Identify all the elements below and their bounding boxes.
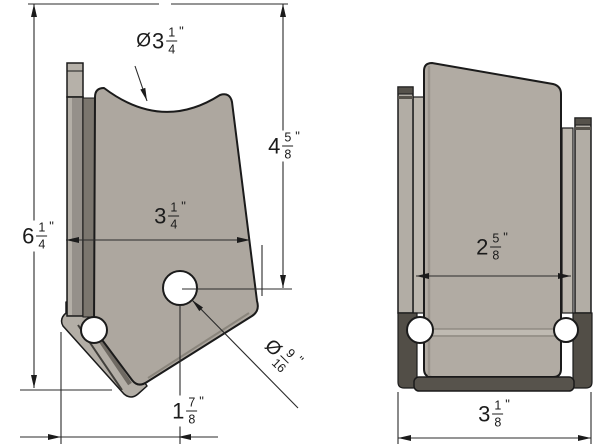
dim-fraction: 1 4 xyxy=(166,25,178,56)
side-outer-width-extensions xyxy=(397,392,592,444)
front-flange-tab xyxy=(66,62,84,98)
inch-mark: " xyxy=(199,393,204,409)
inch-mark: " xyxy=(179,23,184,39)
arrow-hole-offset-left xyxy=(48,434,61,440)
front-flange-highlight xyxy=(68,98,72,315)
arrow-plate-width-right xyxy=(237,237,250,243)
side-notch-left xyxy=(406,316,434,344)
arrow-down-top-to-hole xyxy=(280,275,286,288)
dimension-arrowheads xyxy=(31,4,591,441)
front-plate-bottom-shade xyxy=(147,312,250,379)
hole-diameter-leader xyxy=(191,299,299,409)
dim-fraction: 1 4 xyxy=(168,200,180,231)
side-right-flange-cap xyxy=(574,117,592,126)
dim-label-side-inner-width: 2 5 8 " xyxy=(476,229,508,262)
front-plate xyxy=(93,87,259,386)
arrow-inner-width-right xyxy=(558,273,571,279)
dim-whole: 3 xyxy=(151,28,165,53)
inch-mark: " xyxy=(295,128,300,144)
side-plate-bend-lines xyxy=(424,328,561,337)
inch-mark: " xyxy=(503,229,508,245)
dim-label-top-to-hole: 4 5 8 " xyxy=(265,128,303,162)
dim-whole: 3 xyxy=(478,401,491,426)
side-right-flange-cap-line xyxy=(575,127,591,130)
dim-label-plate-width: 3 1 4 " xyxy=(154,198,186,231)
arrow-outer-width-left xyxy=(398,435,411,441)
dim-label-arc-diameter: Ø 3 1 4 " xyxy=(136,23,184,56)
dim-fraction: 7 8 xyxy=(186,395,198,426)
front-view xyxy=(60,62,259,398)
arrow-down-overall-height xyxy=(31,375,37,388)
inch-mark: " xyxy=(181,198,186,214)
side-bottom-bar xyxy=(413,376,575,392)
dim-fraction: 5 8 xyxy=(282,130,294,161)
dim-label-overall-height: 6 1 4 " xyxy=(19,218,57,252)
arrow-arc-leader xyxy=(140,87,147,101)
side-left-inner-strip xyxy=(412,96,425,314)
dim-whole: 4 xyxy=(268,133,281,158)
dim-fraction: 1 8 xyxy=(492,398,504,429)
side-notch-right xyxy=(553,317,579,343)
diameter-symbol: Ø xyxy=(136,30,151,52)
side-right-flange xyxy=(574,117,592,314)
arrow-up-left xyxy=(31,4,37,17)
dim-whole: 2 xyxy=(476,234,489,259)
arrow-hole-offset-right xyxy=(178,434,191,440)
side-left-flange-cap xyxy=(397,86,414,95)
dim-whole: 6 xyxy=(22,223,35,248)
side-right-inner-strip xyxy=(561,127,574,314)
arrow-plate-width-left xyxy=(66,237,79,243)
dim-fraction: 5 8 xyxy=(490,231,502,262)
front-notch xyxy=(80,316,108,344)
arrow-inner-width-left xyxy=(416,273,429,279)
dim-whole: 1 xyxy=(172,398,185,423)
inch-mark: " xyxy=(505,396,510,412)
dim-label-hole-offset: 1 7 8 " xyxy=(169,393,207,427)
dim-whole: 3 xyxy=(154,203,167,228)
dim-label-side-outer-width: 3 1 8 " xyxy=(478,396,510,429)
side-view xyxy=(397,61,593,392)
front-hole xyxy=(162,270,198,306)
side-plate-bend-band xyxy=(424,329,561,335)
inch-mark: " xyxy=(49,218,54,234)
dim-fraction: 1 4 xyxy=(36,220,48,251)
arrow-outer-width-right xyxy=(578,435,591,441)
side-left-flange xyxy=(397,86,414,314)
side-left-flange-cap-line xyxy=(398,96,413,99)
arrow-up-right xyxy=(280,4,286,17)
arrow-hole-leader xyxy=(192,300,203,312)
